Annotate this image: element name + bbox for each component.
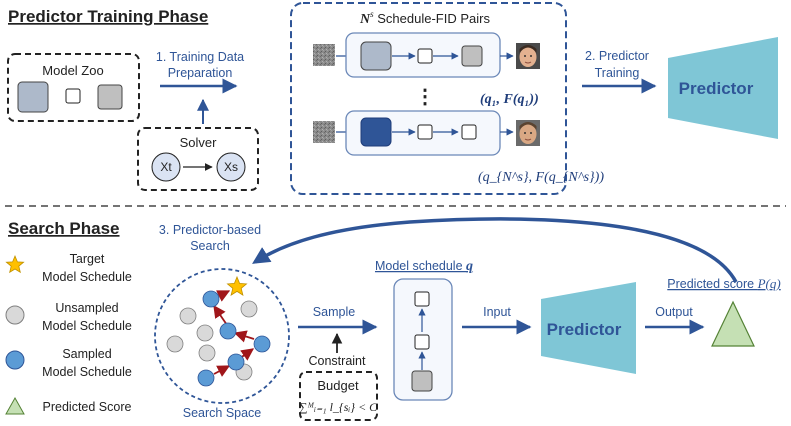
target-star-icon — [226, 275, 248, 296]
unsampled-node — [179, 307, 197, 325]
sampled-circle-icon — [5, 350, 25, 370]
step2-label-line1: 2. Predictor — [585, 49, 649, 63]
legend: Target Model Schedule Unsampled Model Sc… — [5, 252, 132, 415]
sampled-node — [227, 353, 245, 371]
small-model-block — [461, 124, 477, 140]
search-path-arrow — [216, 290, 231, 302]
sampled-node — [253, 335, 271, 353]
budget-box: Budget ∑ᴹᵢ₌₁ l_{sᵢ} < C — [299, 371, 378, 421]
budget-label: Budget — [317, 378, 359, 393]
unsampled-node — [166, 335, 184, 353]
sample-label: Sample — [313, 305, 355, 319]
legend-sampled-line1: Sampled — [62, 347, 111, 361]
medium-model-block — [97, 84, 123, 110]
small-model-block — [417, 48, 433, 64]
selected-model-block — [360, 117, 392, 147]
model-schedule-label: Model schedule q — [375, 259, 473, 274]
search-space-label: Search Space — [183, 406, 262, 420]
step2-label-line2: Training — [595, 66, 640, 80]
solver-label: Solver — [180, 135, 218, 150]
xt-label: Xt — [160, 160, 172, 174]
sampled-node — [202, 290, 220, 308]
predictor-top-label: Predictor — [679, 79, 754, 98]
search-path-arrow — [213, 304, 228, 326]
pair-row-last — [313, 110, 540, 156]
search-space: Search Space — [154, 268, 290, 420]
unsampled-node — [240, 300, 258, 318]
large-model-block — [360, 41, 392, 71]
constraint-label: Constraint — [309, 354, 366, 368]
small-model-block — [414, 291, 430, 307]
step3-label-line2: Search — [190, 239, 230, 253]
input-label: Input — [483, 305, 511, 319]
search-phase-title: Search Phase — [8, 219, 120, 238]
predicted-score-triangle-icon — [5, 396, 25, 415]
legend-target-line1: Target — [70, 252, 105, 266]
small-model-block — [65, 88, 81, 104]
face-image-icon — [516, 43, 540, 69]
medium-model-block — [411, 370, 433, 392]
xt-node — [151, 152, 181, 182]
unsampled-node — [198, 344, 216, 362]
pairs-title: Ns Schedule-FID Pairs — [359, 9, 490, 27]
large-model-block — [17, 81, 49, 113]
search-path-arrow — [233, 330, 255, 343]
legend-unsampled-line1: Unsampled — [55, 301, 118, 315]
search-feedback-arrow — [252, 217, 738, 283]
sampled-node — [197, 369, 215, 387]
model-zoo-box: Model Zoo — [7, 53, 140, 122]
legend-target-line2: Model Schedule — [42, 270, 132, 284]
predictor-bottom-label: Predictor — [547, 320, 622, 339]
predictor-top: Predictor — [668, 37, 778, 139]
predictor-bottom: Predictor — [541, 282, 636, 374]
output-label: Output — [655, 305, 693, 319]
noise-image — [313, 121, 335, 143]
training-phase-title: Predictor Training Phase — [8, 7, 208, 26]
xs-node — [216, 152, 246, 182]
unsampled-node — [196, 324, 214, 342]
budget-formula: ∑ᴹᵢ₌₁ l_{sᵢ} < C — [299, 400, 378, 414]
unsampled-circle-icon — [5, 305, 25, 325]
schedule-fid-pairs-box: Ns Schedule-FID Pairs ⋮ (q₁, F(q₁)) — [290, 2, 604, 195]
step1-label-line1: 1. Training Data — [156, 50, 244, 64]
step3-label-line1: 3. Predictor-based — [159, 223, 261, 237]
xs-label: Xs — [224, 160, 238, 174]
legend-predicted: Predicted Score — [43, 400, 132, 414]
target-star-icon — [5, 254, 25, 274]
legend-sampled-line2: Model Schedule — [42, 365, 132, 379]
legend-unsampled-line2: Model Schedule — [42, 319, 132, 333]
pair-label-last: (q_{N^s}, F(q_{N^s})) — [478, 170, 604, 185]
predicted-score-label: Predicted score P(q) — [667, 276, 780, 291]
medium-model-block — [461, 45, 483, 67]
predicted-score-triangle — [711, 300, 755, 347]
pairs-ellipsis: ⋮ — [415, 86, 435, 108]
pair-label-first: (q₁, F(q₁)) — [480, 92, 539, 107]
pair-row-first — [313, 32, 540, 78]
solver-box: Solver Xt Xs — [137, 127, 259, 191]
sampled-node — [219, 322, 237, 340]
small-model-block — [414, 334, 430, 350]
model-schedule-column — [393, 278, 453, 401]
step1-label-line2: Preparation — [168, 66, 233, 80]
noise-image — [313, 44, 335, 66]
face-image-icon — [516, 120, 540, 146]
model-zoo-label: Model Zoo — [42, 63, 103, 78]
small-model-block — [417, 124, 433, 140]
search-path-arrow — [213, 365, 231, 377]
